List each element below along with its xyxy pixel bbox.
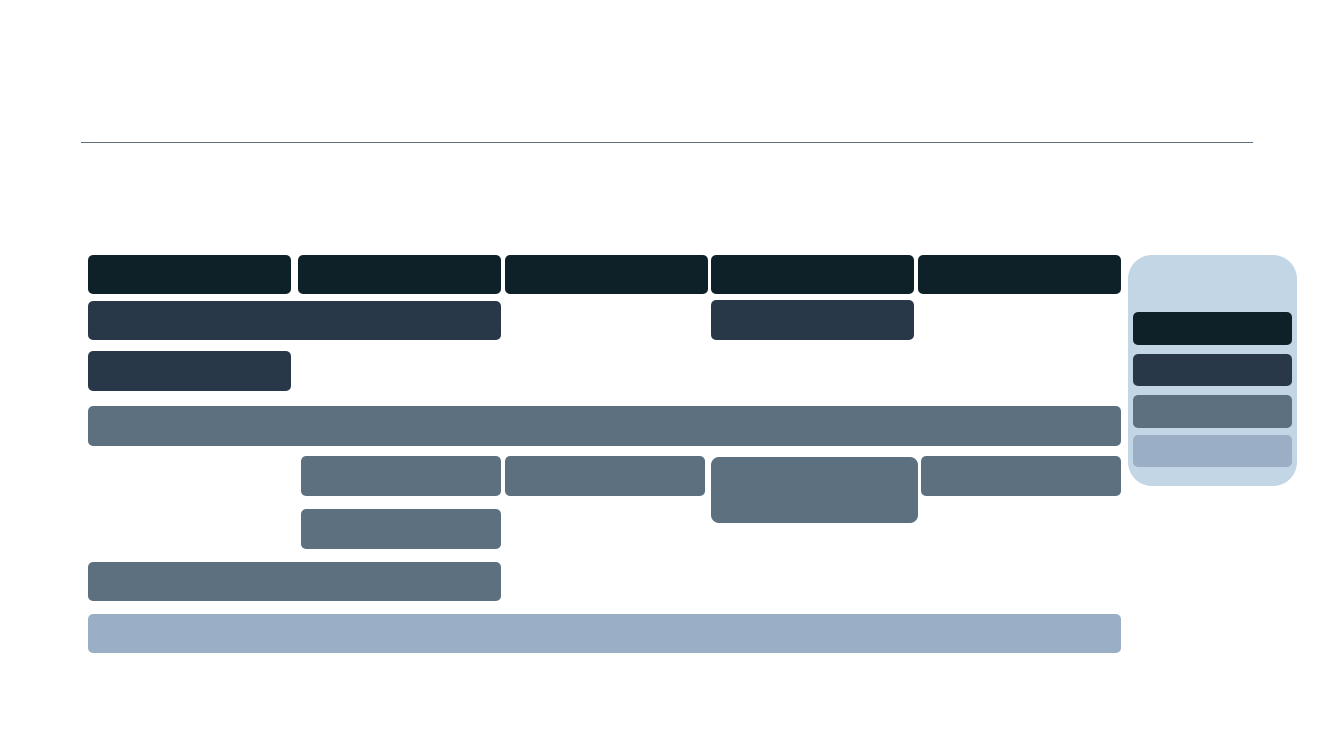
legend-swatch-level3 <box>1133 395 1292 428</box>
legend-swatch-level2 <box>1133 354 1292 386</box>
block-l3 <box>88 406 1121 446</box>
block-l1 <box>298 255 501 294</box>
block-l2 <box>88 301 501 340</box>
legend-swatch-level1 <box>1133 312 1292 345</box>
block-l1 <box>918 255 1121 294</box>
block-l3 <box>301 456 501 496</box>
block-l3 <box>88 562 501 601</box>
block-l2 <box>711 300 914 340</box>
block-l3 <box>711 457 918 523</box>
legend-panel <box>1128 255 1297 486</box>
block-l1 <box>711 255 914 294</box>
block-l3 <box>301 509 501 549</box>
header-divider <box>81 142 1253 143</box>
block-l1 <box>88 255 291 294</box>
block-l3 <box>505 456 705 496</box>
block-l1 <box>505 255 708 294</box>
block-l3 <box>921 456 1121 496</box>
legend-swatch-level4 <box>1133 435 1292 467</box>
block-l4 <box>88 614 1121 653</box>
block-l2 <box>88 351 291 391</box>
